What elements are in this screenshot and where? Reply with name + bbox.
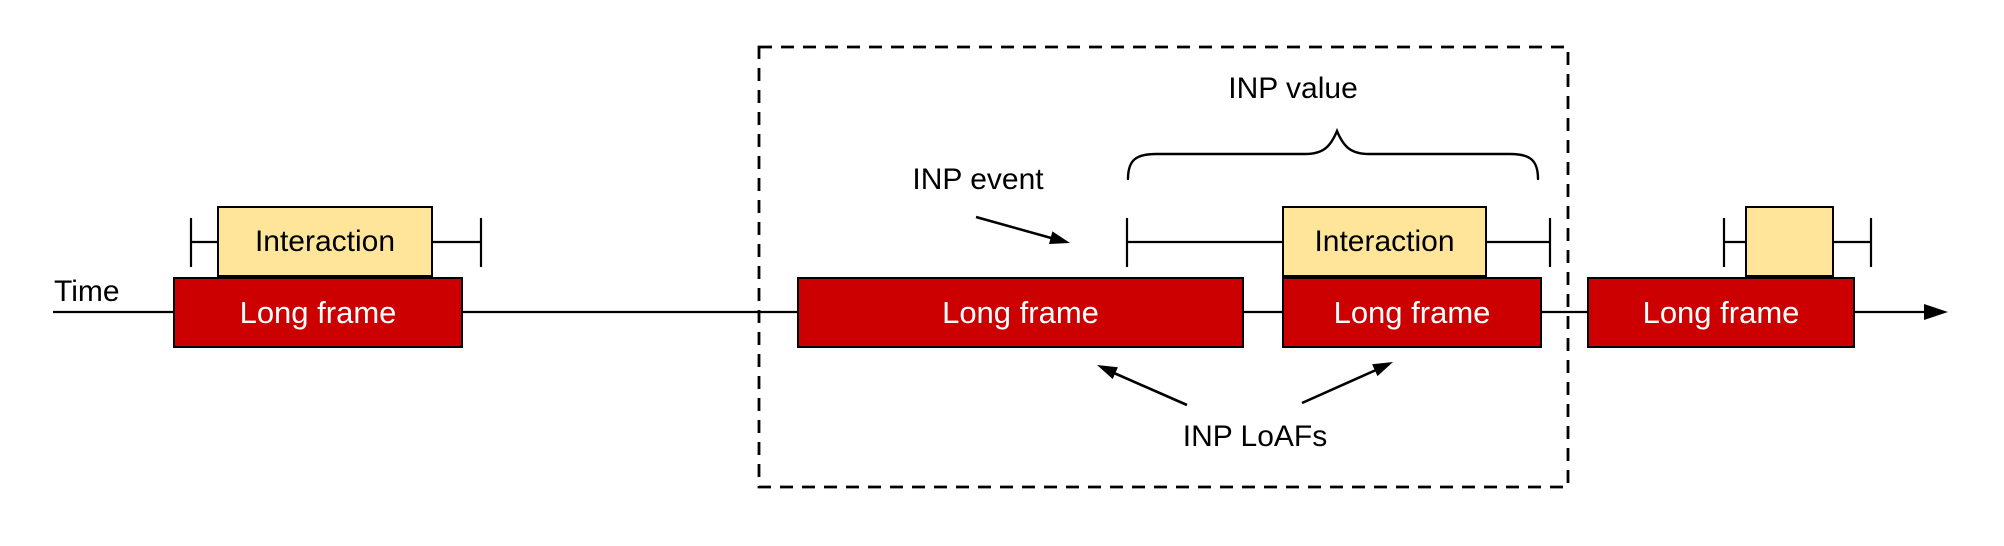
whisker-right-interaction-1 <box>433 218 483 267</box>
interaction-box-2: Interaction <box>1282 206 1487 277</box>
whisker-right-interaction-3 <box>1834 218 1873 267</box>
long-frame-box-4: Long frame <box>1587 277 1855 348</box>
long-frame-box-2: Long frame <box>797 277 1244 348</box>
interaction-box-1: Interaction <box>217 206 433 277</box>
inp-loafs-arrow-right <box>1301 362 1393 405</box>
inp-value-brace <box>1126 127 1540 181</box>
whisker-left-interaction-2 <box>1125 218 1282 267</box>
inp-value-label: INP value <box>1228 72 1358 105</box>
inp-loafs-label: INP LoAFs <box>1182 420 1328 453</box>
long-frame-box-1: Long frame <box>173 277 463 348</box>
interaction-box-3 <box>1745 206 1834 277</box>
inp-loafs-arrow-left <box>1097 365 1188 407</box>
timeline-arrowhead <box>1924 304 1948 320</box>
time-axis-label: Time <box>54 275 120 308</box>
inp-region-dashed-box <box>757 45 1570 489</box>
whisker-right-interaction-2 <box>1487 218 1552 267</box>
inp-event-arrow <box>975 215 1070 244</box>
long-frame-box-3: Long frame <box>1282 277 1542 348</box>
whisker-left-interaction-1 <box>189 218 217 267</box>
whisker-left-interaction-3 <box>1722 218 1745 267</box>
inp-event-label: INP event <box>912 163 1044 196</box>
